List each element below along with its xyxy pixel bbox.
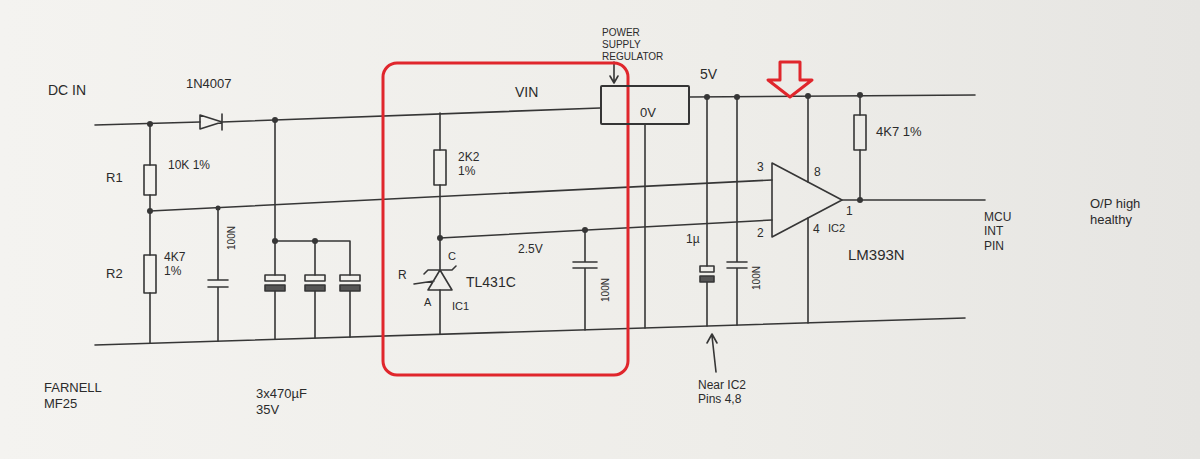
junction-dot <box>272 117 278 123</box>
output-note: O/P high healthy <box>1090 196 1160 227</box>
decoupling-wire <box>706 97 708 326</box>
component-value: 2K2 1% <box>458 150 490 179</box>
pin-name: 0V <box>640 105 656 121</box>
pin-name: R <box>398 268 407 282</box>
pin-name: A <box>424 296 431 309</box>
diode-symbol <box>200 114 222 130</box>
highlight-arrow <box>768 62 812 97</box>
reference-designator: R2 <box>106 266 123 282</box>
part-number: 1N4007 <box>186 76 232 92</box>
divider-wire <box>149 124 151 343</box>
sense-wire <box>150 180 772 211</box>
supplier-note: FARNELL MF25 <box>44 380 116 411</box>
component-value: 3x470µF 35V <box>256 386 320 417</box>
leader-arrow <box>707 334 717 372</box>
signal-name: MCU INT PIN <box>984 210 1024 253</box>
component-value: 4K7 1% <box>164 250 196 279</box>
component-value: 100N <box>226 226 238 250</box>
pin-number: 3 <box>757 160 764 174</box>
placement-note: Near IC2 Pins 4,8 <box>698 378 756 407</box>
electrolytic-capacitor-symbol <box>305 275 325 281</box>
top-rail-wire <box>95 108 600 125</box>
part-number: LM393N <box>848 246 905 264</box>
reference-designator: IC2 <box>828 222 845 235</box>
junction-dot <box>857 92 863 98</box>
resistor-symbol <box>144 165 156 195</box>
leader-line <box>610 62 618 83</box>
component-value: 10K 1% <box>168 158 210 172</box>
junction-dot <box>312 238 318 244</box>
electrolytic-capacitor-symbol <box>340 285 360 291</box>
electrolytic-capacitor-symbol <box>265 285 285 291</box>
signal-name: VIN <box>515 84 538 101</box>
regulator-box: POWER SUPPLY REGULATOR0V <box>600 85 690 125</box>
reservoir-wire <box>275 120 350 339</box>
pin-name: C <box>448 250 456 263</box>
ground-rail-wire <box>95 318 965 345</box>
component-value: 100N <box>600 278 612 302</box>
capacitor-symbol <box>208 208 228 341</box>
output-wire <box>842 95 985 200</box>
supply-pin-wire <box>807 96 809 323</box>
signal-name: DC IN <box>48 82 86 99</box>
electrolytic-capacitor-symbol <box>700 266 714 272</box>
junction-dot <box>582 227 588 233</box>
reference-designator: R1 <box>106 170 123 186</box>
electrolytic-capacitor-symbol <box>700 276 714 282</box>
pin-number: 8 <box>814 165 821 179</box>
component-heading: POWER SUPPLY REGULATOR <box>602 27 666 63</box>
voltage-label: 2.5V <box>518 242 543 256</box>
junction-dot <box>704 94 710 100</box>
component-value: 4K7 1% <box>876 124 922 140</box>
shunt-regulator-symbol <box>414 266 456 290</box>
pin-number: 2 <box>757 226 764 240</box>
ground-wire <box>644 125 646 328</box>
capacitor-symbol <box>573 230 597 330</box>
reference-designator: IC1 <box>452 300 469 313</box>
junction-dot <box>147 208 153 214</box>
five-volt-rail-wire <box>690 95 975 97</box>
reference-wire <box>439 113 441 334</box>
junction-dot <box>216 206 221 211</box>
junction-dot <box>147 121 153 127</box>
resistor-symbol <box>854 115 866 150</box>
component-value: 100N <box>751 266 763 290</box>
pin-number: 4 <box>813 222 820 236</box>
signal-name: 5V <box>700 66 717 83</box>
resistor-symbol <box>144 255 156 293</box>
electrolytic-capacitor-symbol <box>265 275 285 281</box>
capacitor-symbol <box>727 97 747 325</box>
junction-dot <box>734 94 740 100</box>
resistor-symbol <box>434 150 446 185</box>
component-value: 1µ <box>686 232 700 246</box>
reference-wire <box>440 220 772 238</box>
junction-dot <box>805 93 811 99</box>
electrolytic-capacitor-symbol <box>305 285 325 291</box>
highlight-box <box>383 63 628 375</box>
junction-dot <box>272 238 278 244</box>
electrolytic-capacitor-symbol <box>340 275 360 281</box>
part-number: TL431C <box>466 274 516 291</box>
junction-dot <box>437 235 443 241</box>
pin-number: 1 <box>846 204 853 218</box>
junction-dot <box>857 197 863 203</box>
